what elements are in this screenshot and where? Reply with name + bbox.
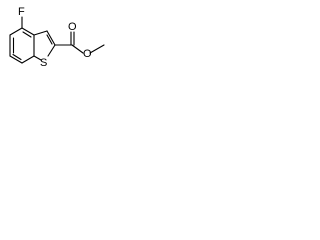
fluorine-label: F	[18, 6, 25, 18]
bond-o-methyl	[89, 44, 105, 54]
bond-c7-c6	[9, 55, 23, 64]
bond-c7-c6-inner	[12, 53, 22, 61]
bond-c4-c3a	[21, 27, 35, 36]
bond-c3a-c3	[33, 30, 48, 36]
bond-c3-c2-inner	[46, 34, 53, 45]
bond-c5-c4	[9, 27, 23, 36]
bond-c4-c3a-inner	[22, 31, 32, 38]
sulfur-label: S	[40, 57, 47, 69]
carbonyl-oxygen-label: O	[68, 21, 77, 33]
bond-s-c7a	[33, 55, 42, 61]
bond-c2-s	[47, 44, 56, 57]
chemical-structure-diagram: F S O O	[9, 6, 105, 69]
bond-c3-c2	[46, 30, 56, 46]
structure-canvas: F S O O	[0, 0, 122, 93]
bond-c7a-c7	[21, 55, 35, 64]
ester-oxygen-label: O	[83, 48, 92, 60]
bond-carbonyl-o-single	[71, 44, 84, 54]
bonds	[9, 16, 105, 64]
